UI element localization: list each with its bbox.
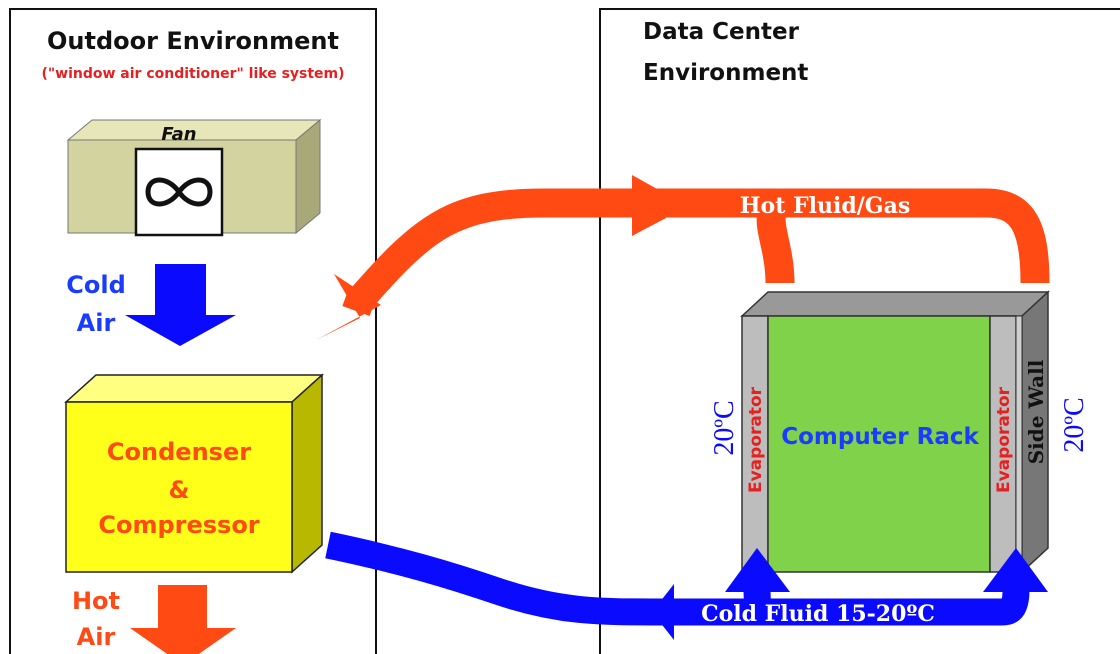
cold-fluid-path (325, 531, 1048, 640)
hot-air-label-line1: Hot (72, 587, 120, 615)
datacenter-panel (599, 8, 1120, 654)
outdoor-title: Outdoor Environment (47, 27, 339, 55)
cold-flow-label: Cold Fluid 15-20ºC (701, 601, 935, 627)
computer-rack (767, 315, 991, 573)
hot-fluid-path (316, 175, 1050, 340)
fan-infinity-icon (145, 177, 213, 207)
evaporator-right-label: Evaporator (994, 386, 1014, 493)
cold-air-arrow (125, 264, 236, 346)
side-wall-label: Side Wall (1024, 359, 1048, 464)
condenser-label-line3: Compressor (98, 511, 259, 539)
side-wall (1015, 315, 1023, 573)
condenser-label-line1: Condenser (107, 438, 251, 466)
evaporator-right (989, 315, 1017, 573)
temp-left-label: 20ºC (709, 400, 740, 455)
fan-unit: Fan (66, 118, 322, 237)
temp-right-label: 20ºC (1059, 397, 1090, 452)
rack-label: Computer Rack (781, 424, 979, 450)
cold-air-label-line1: Cold (66, 271, 126, 299)
condenser-label-line2: & (169, 476, 190, 504)
rack-assembly (740, 290, 1050, 574)
fan-label: Fan (161, 124, 196, 145)
hot-air-arrow (130, 585, 236, 654)
outdoor-subtitle: ("window air conditioner" like system) (41, 66, 344, 82)
hot-flow-label: Hot Fluid/Gas (740, 193, 910, 219)
condenser-box (64, 373, 324, 574)
cold-air-label-line2: Air (77, 309, 116, 337)
outdoor-panel (9, 8, 377, 654)
datacenter-title-line1: Data Center (643, 19, 800, 45)
hot-air-label-line2: Air (77, 623, 116, 651)
evaporator-left-label: Evaporator (746, 386, 766, 493)
datacenter-title-line2: Environment (643, 60, 808, 86)
